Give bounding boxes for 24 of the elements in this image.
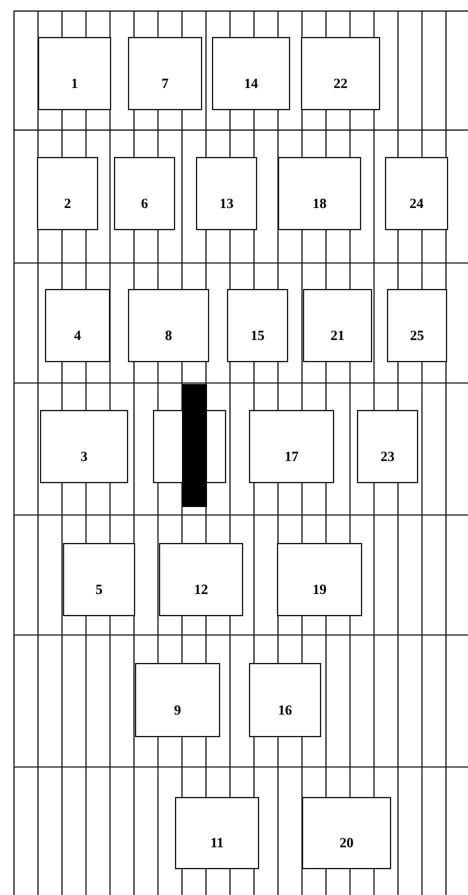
numbered-box: 6 — [114, 157, 176, 230]
numbered-box: 3 — [40, 410, 128, 484]
numbered-box: 4 — [45, 289, 110, 362]
numbered-box: 16 — [249, 663, 322, 738]
numbered-box: 13 — [196, 157, 258, 230]
numbered-box: 23 — [357, 410, 418, 484]
numbered-box: 15 — [227, 289, 288, 362]
numbered-box: 12 — [159, 543, 244, 616]
numbered-box: 7 — [128, 37, 202, 110]
numbered-box: 14 — [212, 37, 290, 110]
numbered-box: 21 — [303, 289, 372, 362]
numbered-box: 8 — [128, 289, 210, 362]
numbered-box: 24 — [385, 157, 448, 230]
numbered-box: 25 — [387, 289, 448, 362]
numbered-box: 17 — [249, 410, 334, 484]
numbered-box: 22 — [301, 37, 380, 110]
numbered-box: 19 — [277, 543, 362, 616]
numbered-box: 11 — [175, 797, 260, 870]
numbered-box: 20 — [302, 797, 392, 870]
numbered-box: 2 — [37, 157, 98, 230]
numbered-box: 18 — [278, 157, 362, 230]
numbered-box: 5 — [63, 543, 136, 616]
numbered-box: 9 — [135, 663, 220, 738]
numbered-box: 1 — [38, 37, 112, 110]
